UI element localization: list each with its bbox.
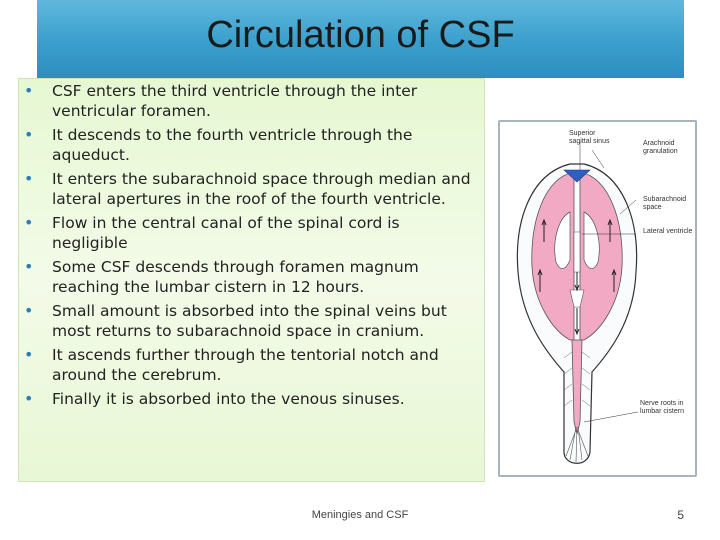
title-bar [37, 0, 684, 78]
brain-hemisphere-left [531, 171, 575, 341]
flow-arrows [539, 222, 615, 332]
slide-footer: Meningies and CSF [311, 509, 409, 521]
label-lateral-ventricle: Lateral ventricle [643, 228, 693, 235]
lateral-ventricle-left [554, 211, 571, 269]
bullet-list: CSF enters the third ventricle through t… [24, 81, 474, 413]
sagittal-sinus [563, 169, 591, 183]
nerve-roots [565, 426, 589, 463]
page-number: 5 [677, 508, 684, 522]
bullet-item: Flow in the central canal of the spinal … [24, 213, 474, 253]
bullet-item: Finally it is absorbed into the venous s… [24, 389, 474, 409]
brain-hemisphere-right [579, 171, 623, 341]
spinal-nerves [563, 351, 591, 407]
label-nerve-roots: Nerve roots in lumbar cistern [640, 400, 684, 415]
slide-title: Circulation of CSF [206, 14, 515, 56]
arrow-heads [537, 218, 617, 336]
csf-diagram: Superior sagittal sinus Arachnoid granul… [498, 120, 697, 477]
fourth-ventricle [569, 289, 585, 308]
bullet-item: It ascends further through the tentorial… [24, 345, 474, 385]
bullet-item: It enters the subarachnoid space through… [24, 169, 474, 209]
label-subarachnoid-space: Subarachnoid space [643, 196, 687, 211]
bullet-item: Some CSF descends through foramen magnum… [24, 257, 474, 297]
label-superior-sagittal-sinus: Superior sagittal sinus [569, 130, 610, 145]
spinal-cord [571, 339, 583, 435]
bullet-item: CSF enters the third ventricle through t… [24, 81, 474, 121]
bullet-item: It descends to the fourth ventricle thro… [24, 125, 474, 165]
label-arachnoid-granulation: Arachnoid granulation [643, 140, 678, 155]
lateral-ventricle-right [583, 211, 600, 269]
leader-lines [579, 142, 639, 423]
third-ventricle [573, 231, 581, 273]
bullet-item: Small amount is absorbed into the spinal… [24, 301, 474, 341]
csf-diagram-drawing [516, 142, 639, 464]
